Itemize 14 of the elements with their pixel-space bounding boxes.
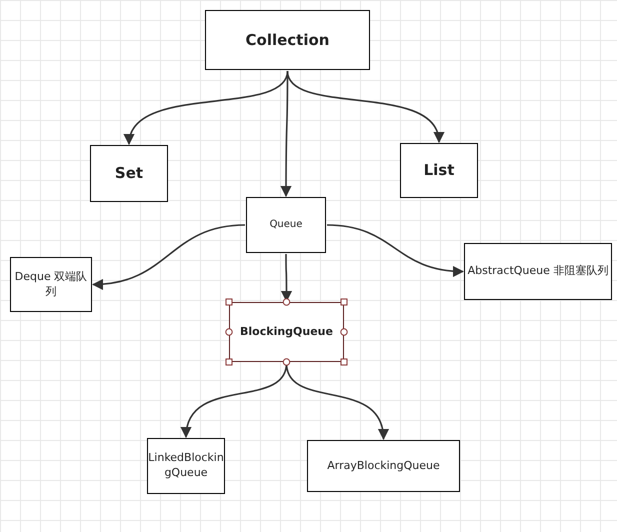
arrow (326, 224, 464, 276)
class-box: BlockingQueue (229, 302, 344, 362)
class-box: LinkedBlockingQueue (147, 438, 225, 494)
class-box: Queue (246, 197, 326, 253)
class-box: Deque 双端队列 (10, 257, 92, 312)
class-box: Collection (205, 10, 370, 70)
arrow (280, 71, 292, 198)
arrow (92, 224, 246, 290)
class-box: List (400, 143, 478, 198)
arrow (182, 362, 288, 438)
class-box: ArrayBlockingQueue (307, 440, 460, 492)
class-box: Set (90, 145, 168, 202)
arrow (286, 362, 388, 440)
class-box: AbstractQueue 非阻塞队列 (464, 243, 612, 300)
